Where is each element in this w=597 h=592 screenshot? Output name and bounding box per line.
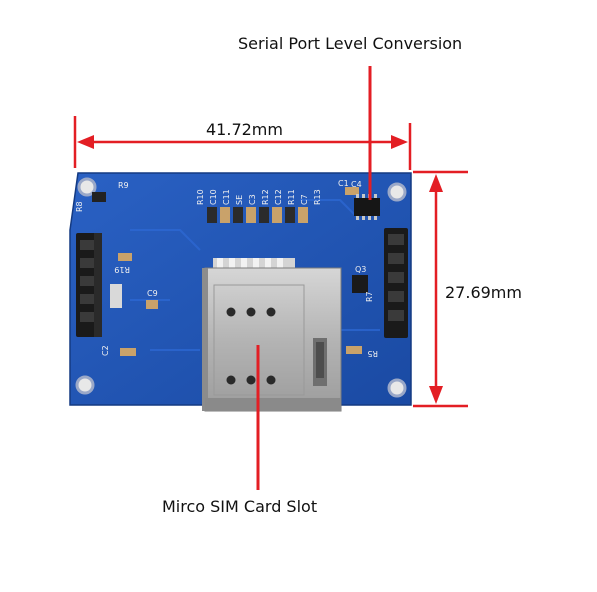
width-dimension — [73, 116, 412, 170]
silk-c2: C2 — [101, 345, 110, 356]
height-label: 27.69mm — [445, 283, 522, 302]
silk-r19: R19 — [114, 265, 130, 274]
silk-row-0: R10 — [196, 189, 205, 205]
silk-r9: R9 — [118, 181, 129, 190]
silk-c4: C4 — [351, 180, 362, 189]
silk-q3: Q3 — [355, 265, 366, 274]
mounting-hole — [387, 182, 407, 202]
level-conversion-ic — [354, 194, 380, 220]
silk-row-4: C3 — [248, 194, 257, 205]
silk-row-8: C7 — [300, 194, 309, 205]
silk-r7: R7 — [365, 291, 374, 302]
silk-row-5: R12 — [261, 189, 270, 205]
silkscreen-labels: R9 R8 R19 C9 C2 C1 C4 Q3 R5 R7 R10 C10 C… — [75, 179, 378, 358]
silk-r5: R5 — [367, 349, 378, 358]
mounting-hole — [387, 378, 407, 398]
silk-r8: R8 — [75, 201, 84, 212]
mounting-hole — [75, 375, 95, 395]
mounting-hole — [77, 177, 97, 197]
height-dimension — [413, 170, 468, 408]
silk-row-3: SE — [235, 195, 244, 205]
silk-row-9: R13 — [313, 189, 322, 205]
silk-row-2: C11 — [222, 189, 231, 205]
small-chips — [92, 187, 368, 356]
silk-c1: C1 — [338, 179, 349, 188]
sim-card-slot — [202, 258, 342, 412]
width-label: 41.72mm — [206, 120, 283, 139]
serial-port-label: Serial Port Level Conversion — [238, 34, 463, 53]
silk-row-6: C12 — [274, 189, 283, 205]
silk-row-7: R11 — [287, 189, 296, 205]
left-pin-header — [76, 233, 102, 337]
silk-c9: C9 — [147, 289, 158, 298]
smd-component-row — [207, 207, 308, 223]
right-pin-header — [384, 228, 408, 338]
silk-row-1: C10 — [209, 189, 218, 205]
sim-contacts — [226, 307, 276, 385]
sim-slot-label: Mirco SIM Card Slot — [162, 497, 318, 516]
